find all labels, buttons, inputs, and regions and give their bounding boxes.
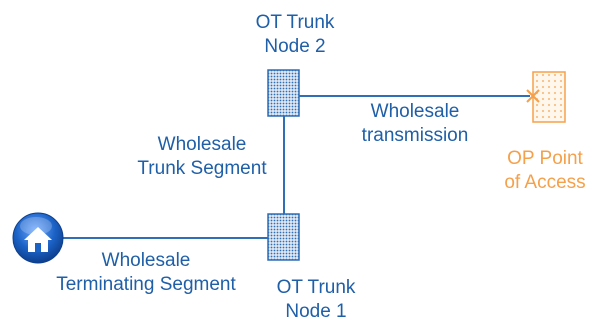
ot-trunk-node-1[interactable] bbox=[267, 213, 300, 261]
wholesale-terminating-segment-label: Wholesale Terminating Segment bbox=[40, 249, 252, 297]
home-icon[interactable] bbox=[12, 212, 64, 264]
ot-trunk-node-1-label: OT Trunk Node 1 bbox=[266, 276, 366, 324]
ot-trunk-node-2-label: OT Trunk Node 2 bbox=[250, 11, 340, 59]
transmission-line1: Wholesale bbox=[370, 101, 460, 122]
terminating-line2: Terminating Segment bbox=[56, 274, 236, 295]
wholesale-trunk-segment-label: Wholesale Trunk Segment bbox=[122, 133, 282, 181]
node2-line1: OT Trunk bbox=[255, 12, 335, 33]
node2-line2: Node 2 bbox=[264, 36, 326, 57]
terminating-line1: Wholesale bbox=[101, 250, 191, 271]
wholesale-transmission-label: Wholesale transmission bbox=[345, 100, 485, 148]
node1-line1: OT Trunk bbox=[276, 277, 356, 298]
op-point-of-access-label: OP Point of Access bbox=[490, 147, 595, 195]
node1-line2: Node 1 bbox=[285, 301, 347, 322]
op-point-of-access-box[interactable] bbox=[532, 71, 566, 123]
trunk-segment-line2: Trunk Segment bbox=[137, 158, 267, 179]
access-line1: OP Point bbox=[507, 148, 583, 169]
trunk-segment-line1: Wholesale bbox=[157, 134, 247, 155]
ot-trunk-node-2[interactable] bbox=[267, 69, 300, 117]
x-mark-icon bbox=[526, 89, 540, 103]
transmission-line2: transmission bbox=[361, 125, 469, 146]
access-line2: of Access bbox=[504, 172, 586, 193]
